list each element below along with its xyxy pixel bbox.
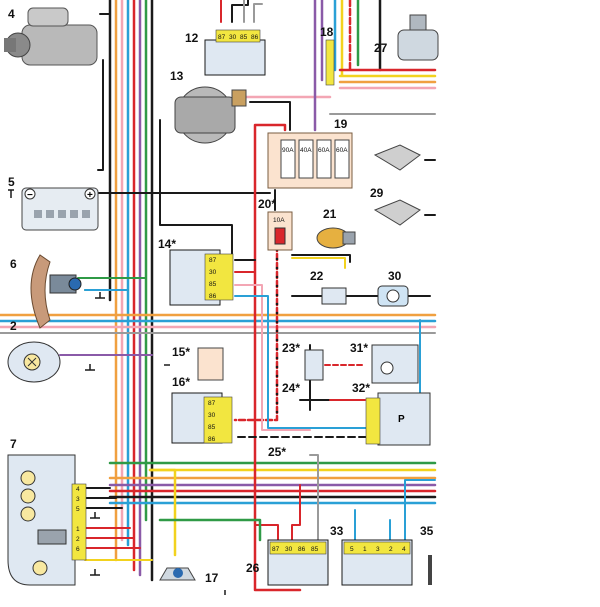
rear-lamp-7 <box>7 454 76 586</box>
label-headlamp: 6 <box>10 257 17 271</box>
label-21: 21 <box>323 207 337 221</box>
connector-18 <box>325 39 335 86</box>
horns-29 <box>373 144 421 226</box>
label-2: 2 <box>10 319 17 333</box>
svg-text:86: 86 <box>251 34 259 41</box>
svg-text:30: 30 <box>285 546 293 553</box>
switch-23 <box>304 349 324 381</box>
svg-text:5: 5 <box>76 506 80 513</box>
relay-14: 87 30 85 86 <box>169 249 234 306</box>
lamp-30 <box>377 285 409 307</box>
svg-text:90A: 90A <box>282 147 294 154</box>
label-18: 18 <box>320 25 334 39</box>
svg-text:86: 86 <box>298 546 306 553</box>
svg-text:1: 1 <box>76 526 80 533</box>
label-30: 30 <box>388 269 402 283</box>
svg-text:85: 85 <box>311 546 319 553</box>
svg-text:87: 87 <box>218 34 226 41</box>
svg-text:86: 86 <box>208 436 216 443</box>
generator-13 <box>174 86 247 144</box>
label-26: 26 <box>246 561 260 575</box>
relay-15 <box>197 347 224 381</box>
label-starter: 4 <box>8 7 15 21</box>
label-battery: 5 <box>8 175 15 189</box>
svg-text:85: 85 <box>240 34 248 41</box>
svg-text:30: 30 <box>208 412 216 419</box>
svg-text:2: 2 <box>389 546 393 553</box>
relay-16: 87 30 85 86 <box>171 392 233 444</box>
battery-minus: − <box>27 190 33 201</box>
battery <box>21 187 99 231</box>
svg-text:2: 2 <box>76 536 80 543</box>
svg-text:4: 4 <box>402 546 406 553</box>
svg-text:60A: 60A <box>336 147 348 154</box>
label-33: 33 <box>330 524 344 538</box>
block-32: P <box>365 392 431 446</box>
label-17: 17 <box>205 571 219 585</box>
svg-text:6: 6 <box>76 546 80 553</box>
switch-31 <box>371 344 419 384</box>
fuse-box-19: 90A 40A 60A 60A <box>267 132 353 189</box>
sensor-2 <box>7 341 61 383</box>
fuse-20: 10A <box>267 211 293 251</box>
svg-text:60A: 60A <box>318 147 330 154</box>
component-27 <box>397 14 439 61</box>
svg-text:5: 5 <box>350 546 354 553</box>
ground-symbols <box>8 189 226 595</box>
lamp-21 <box>316 227 356 249</box>
relay-12: 87 30 85 86 <box>204 29 266 76</box>
label-22: 22 <box>310 269 324 283</box>
svg-text:10A: 10A <box>273 217 285 224</box>
label-25: 25* <box>268 445 286 459</box>
starter-motor <box>4 7 98 66</box>
label-13: 13 <box>170 69 184 83</box>
connector-35 <box>428 555 432 585</box>
label-15: 15* <box>172 345 190 359</box>
svg-text:40A: 40A <box>300 147 312 154</box>
label-20: 20* <box>258 197 276 211</box>
svg-text:85: 85 <box>208 424 216 431</box>
switch-22 <box>321 287 347 305</box>
label-24: 24* <box>282 381 300 395</box>
label-27: 27 <box>374 41 388 55</box>
headlamp-6 <box>30 254 82 329</box>
svg-text:87: 87 <box>272 546 280 553</box>
svg-text:86: 86 <box>209 293 217 300</box>
svg-text:85: 85 <box>209 281 217 288</box>
label-29: 29 <box>370 186 384 200</box>
battery-plus: + <box>87 190 93 201</box>
block-33: 5 1 3 2 4 <box>341 539 413 586</box>
lamp7-connector: 4 3 5 1 2 6 <box>71 483 87 561</box>
label-14: 14* <box>158 237 176 251</box>
svg-text:87: 87 <box>208 400 216 407</box>
label-7: 7 <box>10 437 17 451</box>
svg-text:30: 30 <box>229 34 237 41</box>
lamp-17 <box>159 567 196 581</box>
label-35: 35 <box>420 524 434 538</box>
wire-harness <box>0 0 437 592</box>
svg-text:4: 4 <box>76 486 80 493</box>
svg-text:87: 87 <box>209 257 217 264</box>
label-32: 32* <box>352 381 370 395</box>
svg-text:3: 3 <box>76 496 80 503</box>
label-19: 19 <box>334 117 348 131</box>
svg-text:1: 1 <box>363 546 367 553</box>
label-16: 16* <box>172 375 190 389</box>
svg-text:3: 3 <box>376 546 380 553</box>
label-31: 31* <box>350 341 368 355</box>
label-23: 23* <box>282 341 300 355</box>
label-12: 12 <box>185 31 199 45</box>
svg-text:30: 30 <box>209 269 217 276</box>
svg-text:P: P <box>398 414 405 425</box>
relay-26: 87 30 86 85 <box>267 539 329 586</box>
